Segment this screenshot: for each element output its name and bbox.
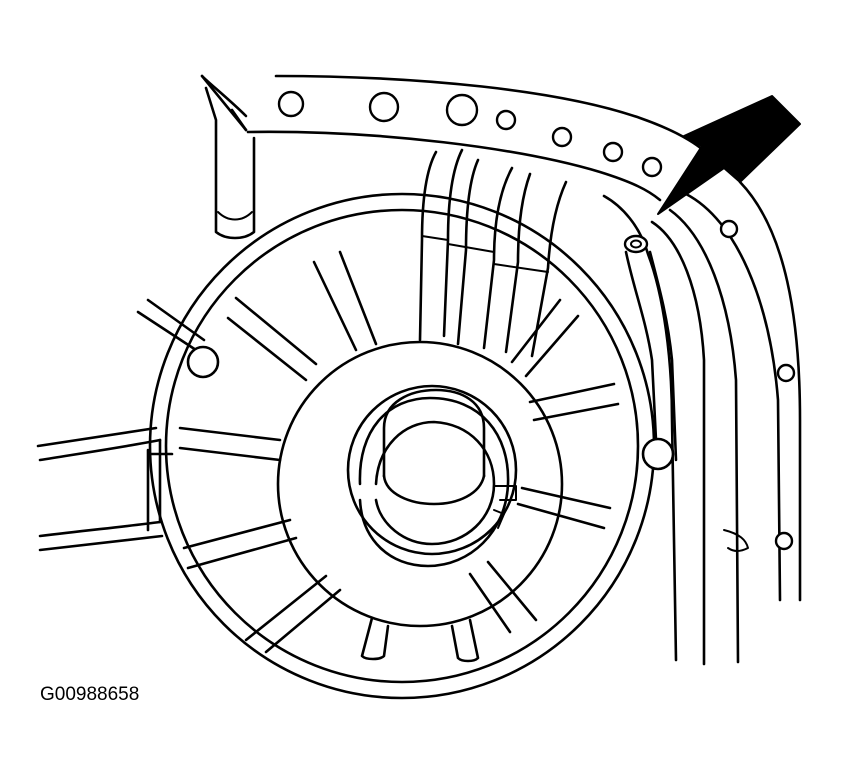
bolt-hole [641, 156, 663, 178]
right-case-wall [602, 180, 802, 666]
figure-code: G00988658 [40, 684, 140, 705]
bolt-hole [495, 109, 517, 131]
dowel-post [204, 86, 256, 240]
upper-flange [200, 74, 714, 202]
flange-ribs [418, 148, 568, 358]
bolt-hole [551, 126, 573, 148]
left-bracket [36, 298, 206, 552]
bolt-hole [602, 141, 624, 163]
bolt-hole [368, 91, 400, 123]
locating-boss-right [641, 437, 675, 471]
center-hub [276, 340, 564, 628]
wheel-housing [148, 192, 656, 700]
spokes [178, 250, 620, 654]
bolt-hole [719, 219, 739, 239]
bolt-hole [774, 531, 794, 551]
bolt-hole [776, 363, 796, 383]
fluid-passage [623, 234, 678, 462]
pointer-arrow [657, 95, 801, 215]
bolt-hole [277, 90, 305, 118]
locating-boss-left [186, 345, 220, 379]
check-ball-fitting [623, 234, 649, 254]
bolt-hole [445, 93, 479, 127]
bottom-lugs [360, 616, 480, 663]
